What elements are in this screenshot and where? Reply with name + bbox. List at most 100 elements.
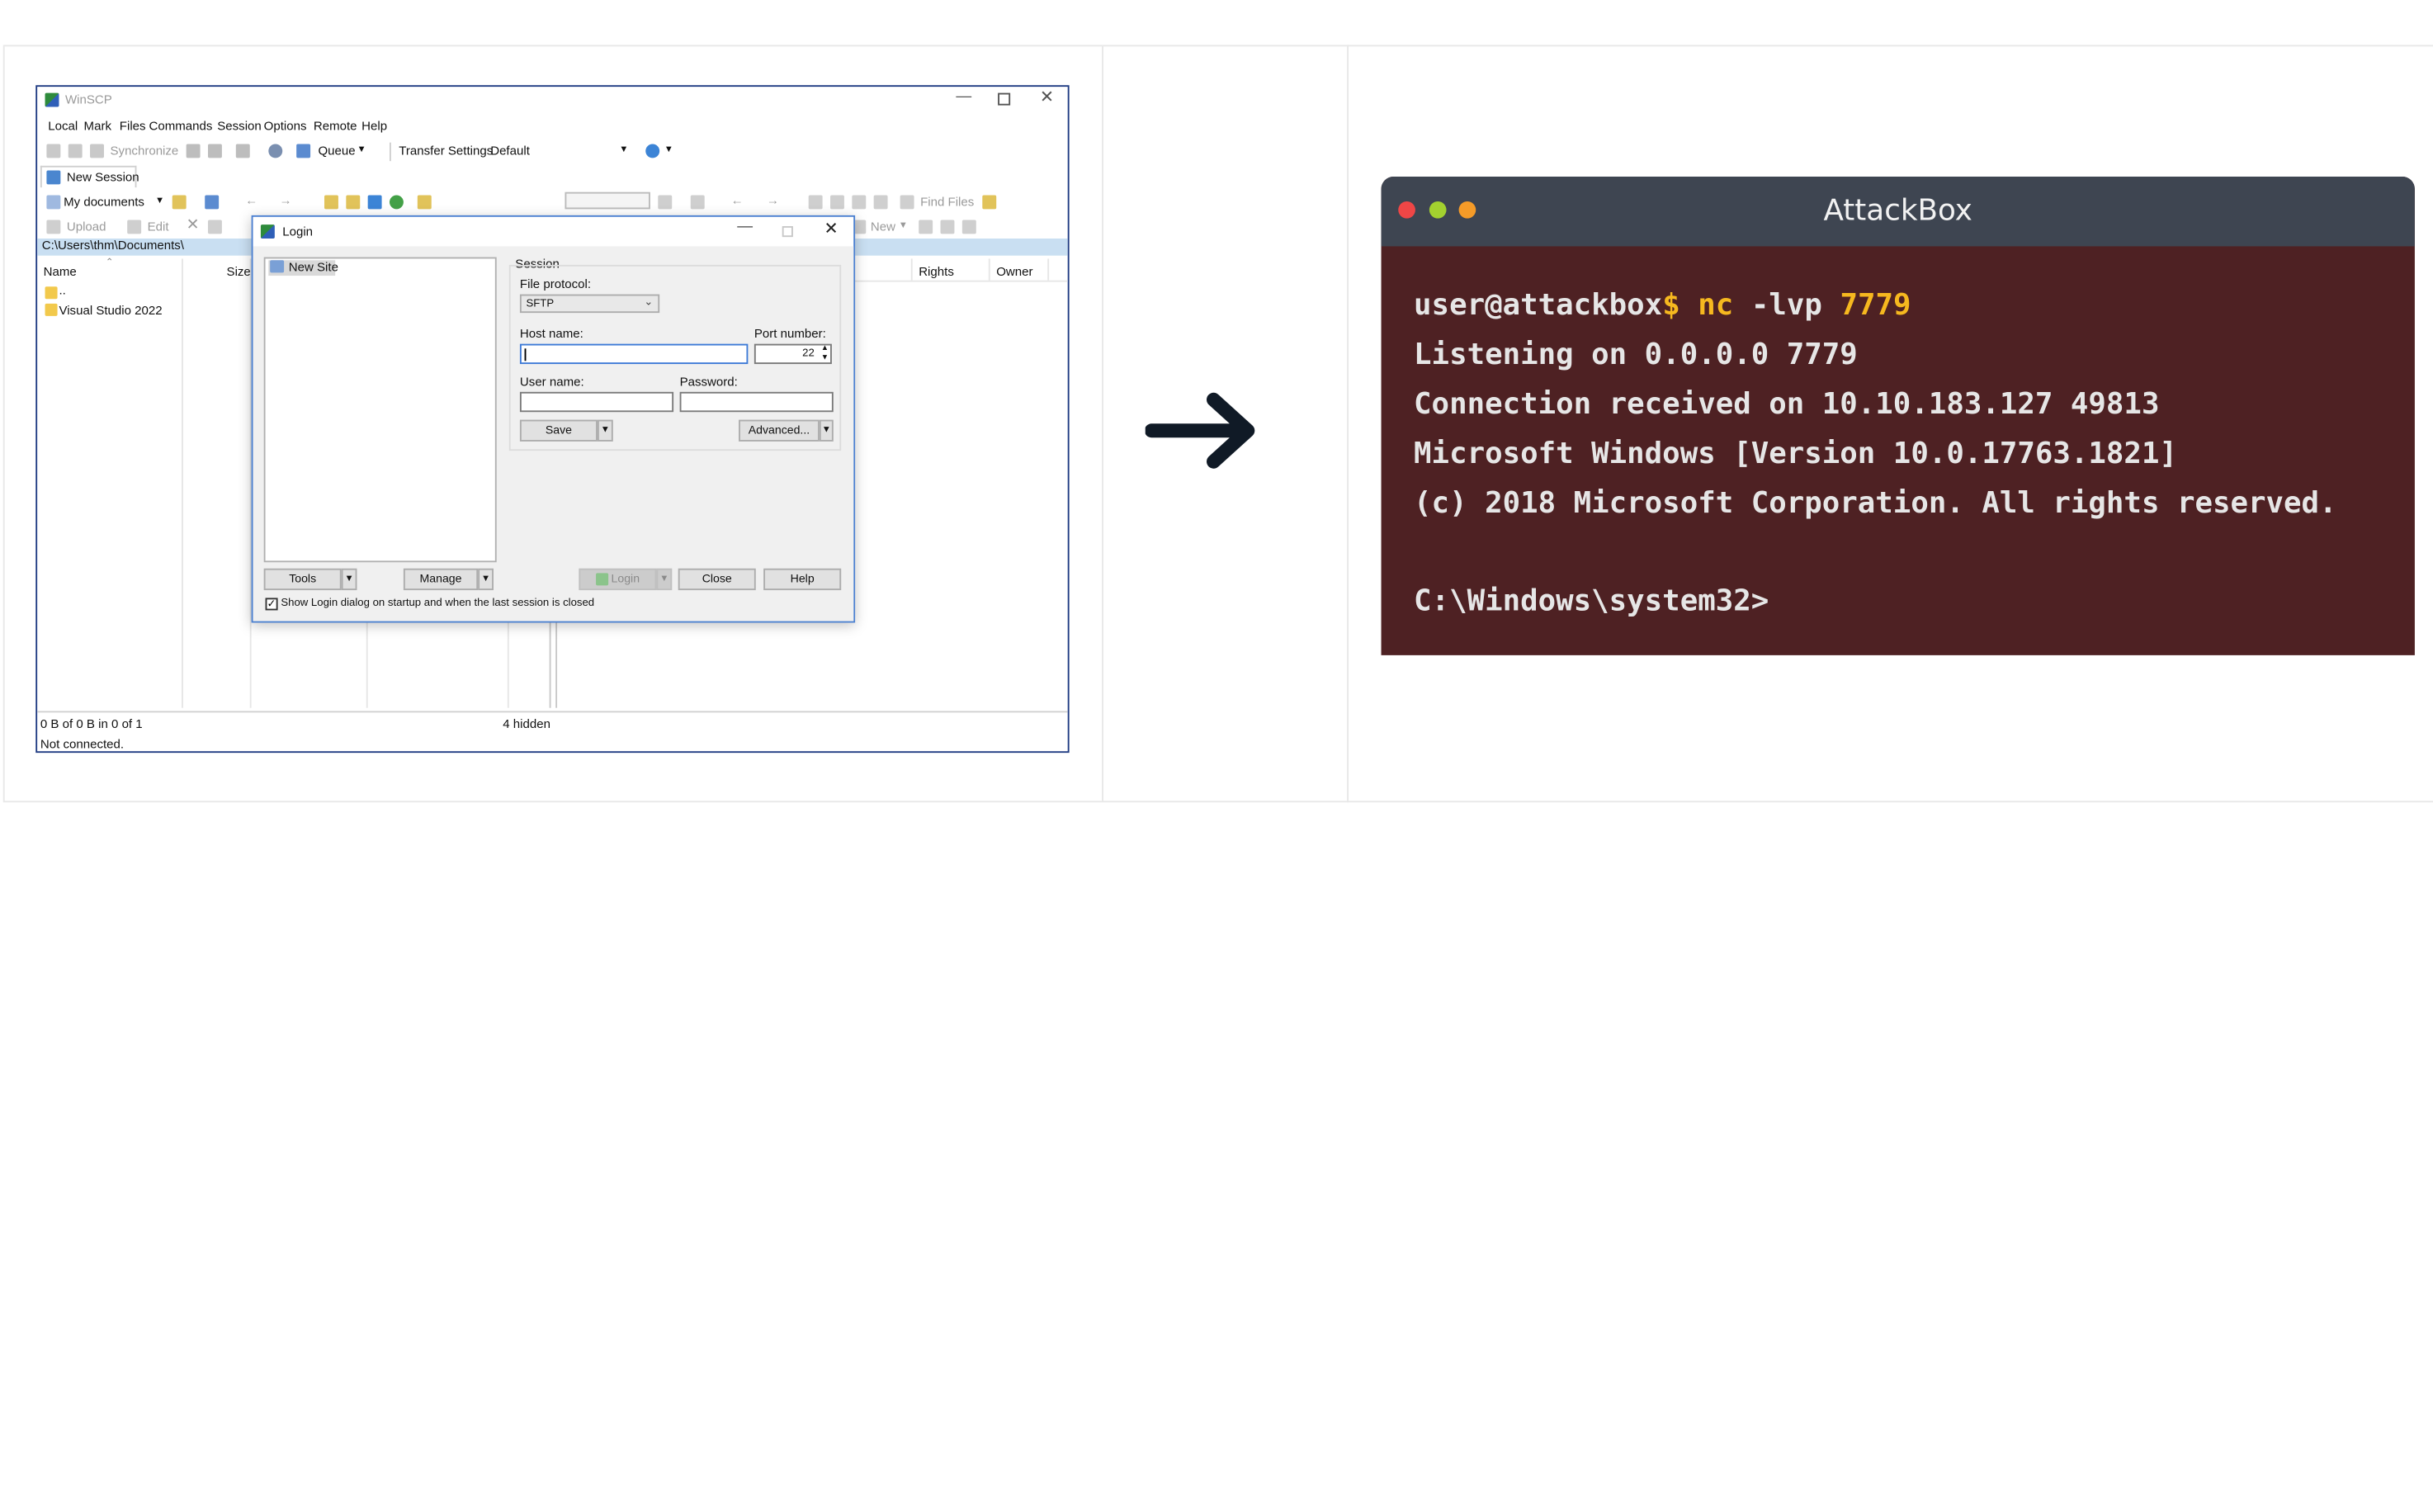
login-minimize-icon[interactable]: — — [737, 218, 753, 236]
sync-browse-icon[interactable] — [68, 144, 83, 158]
new-dropdown-icon[interactable]: ▼ — [898, 221, 908, 231]
delete-icon[interactable]: ✕ — [186, 216, 200, 234]
user-name-input[interactable] — [519, 391, 674, 413]
manage-dropdown-icon[interactable]: ▼ — [478, 568, 494, 591]
file-protocol-select[interactable]: SFTP ⌄ — [519, 294, 660, 314]
session-globe-icon[interactable] — [645, 144, 660, 158]
save-dropdown-icon[interactable]: ▼ — [597, 419, 613, 442]
file-row-visual-studio[interactable]: Visual Studio 2022 — [59, 303, 163, 318]
remote-back-icon[interactable]: ← — [730, 193, 744, 208]
filter2-icon[interactable] — [205, 195, 220, 210]
manage-button[interactable]: Manage — [403, 568, 479, 591]
remote-home-icon[interactable] — [852, 195, 867, 210]
menu-local[interactable]: Local — [48, 119, 78, 134]
close-icon[interactable]: ✕ — [1039, 87, 1055, 107]
save-button[interactable]: Save — [519, 419, 598, 442]
password-input[interactable] — [679, 391, 834, 413]
col-name-header[interactable]: Name — [43, 264, 77, 279]
tools-button[interactable]: Tools — [263, 568, 342, 591]
minimize-icon[interactable]: — — [956, 87, 972, 106]
parent-dir-icon[interactable] — [324, 195, 338, 210]
preferences-gear-icon[interactable] — [268, 144, 283, 158]
file-row-parent[interactable]: .. — [59, 283, 66, 298]
local-toolbar: My documents ▼ ← → Upload Edit ✕ ← → — [37, 191, 1068, 237]
advanced-button[interactable]: Advanced... — [739, 419, 820, 442]
remote-filter-icon[interactable] — [658, 195, 673, 210]
show-login-checkbox[interactable]: ✓ — [265, 598, 278, 611]
menu-mark[interactable]: Mark — [83, 119, 111, 134]
new-button[interactable]: New — [870, 220, 896, 234]
advanced-dropdown-icon[interactable]: ▼ — [819, 419, 834, 442]
upload-icon[interactable] — [46, 220, 61, 234]
refresh-icon[interactable] — [389, 195, 404, 210]
login-dropdown-icon[interactable]: ▼ — [656, 568, 673, 591]
synchronize-button[interactable]: Synchronize — [110, 144, 179, 158]
host-name-input[interactable] — [519, 343, 749, 365]
edit-button[interactable]: Edit — [147, 220, 169, 234]
port-number-input[interactable]: 22 ▲▼ — [754, 343, 832, 365]
compare-icon[interactable] — [46, 144, 61, 158]
remote-forward-icon[interactable]: → — [766, 193, 779, 208]
local-location-select[interactable]: My documents — [64, 195, 144, 210]
host-name-label: Host name: — [519, 327, 583, 341]
port-stepper-icon[interactable]: ▲▼ — [820, 343, 829, 363]
remove-icon[interactable] — [940, 220, 955, 234]
remote-edit-icon[interactable] — [852, 220, 867, 234]
remote-location-select[interactable] — [565, 191, 650, 210]
tab-new-session[interactable]: New Session — [40, 165, 139, 188]
maximize-dot-icon[interactable] — [1458, 201, 1476, 219]
remote-root-icon[interactable] — [830, 195, 844, 210]
menu-remote[interactable]: Remote — [313, 119, 357, 134]
close-dot-icon[interactable] — [1398, 201, 1415, 219]
menu-files[interactable]: Files — [119, 119, 146, 134]
putty-icon[interactable] — [207, 144, 222, 158]
location-dropdown-icon[interactable]: ▼ — [155, 196, 165, 206]
col-rights-header[interactable]: Rights — [919, 264, 954, 279]
tools-dropdown-icon[interactable]: ▼ — [341, 568, 357, 591]
login-close-icon[interactable]: ✕ — [824, 220, 839, 239]
col-owner-header[interactable]: Owner — [996, 264, 1033, 279]
back-icon[interactable]: ← — [245, 193, 258, 208]
filter-icon[interactable] — [172, 195, 187, 210]
queue-button[interactable]: Queue — [318, 144, 356, 158]
edit-icon[interactable] — [127, 220, 142, 234]
col-size-header[interactable]: Size — [226, 264, 251, 279]
find-files-button[interactable]: Find Files — [920, 195, 975, 210]
site-new-site[interactable] — [268, 260, 336, 276]
remote-filter2-icon[interactable] — [690, 195, 705, 210]
winscp-window: WinSCP — ✕ Local Mark Files Commands Ses… — [35, 85, 1070, 754]
queue-list-icon[interactable] — [235, 144, 250, 158]
menu-session[interactable]: Session — [217, 119, 262, 134]
site-tree[interactable]: New Site — [263, 257, 497, 563]
transfer-dropdown-icon[interactable]: ▼ — [619, 145, 629, 155]
find-files-icon[interactable] — [900, 195, 914, 210]
console-icon[interactable] — [186, 144, 201, 158]
root-dir-icon[interactable] — [346, 195, 361, 210]
home-icon[interactable] — [367, 195, 382, 210]
remote-refresh-icon[interactable] — [873, 195, 888, 210]
show-login-label[interactable]: Show Login dialog on startup and when th… — [281, 598, 595, 609]
queue-icon[interactable] — [296, 144, 311, 158]
output-line: Microsoft Windows [Version 10.0.17763.18… — [1414, 437, 2177, 471]
maximize-icon[interactable] — [998, 92, 1011, 106]
remote-tree-icon[interactable] — [982, 195, 997, 210]
menu-commands[interactable]: Commands — [149, 119, 213, 134]
login-button[interactable]: Login — [579, 568, 657, 591]
filter-mask-icon[interactable] — [961, 220, 976, 234]
session-dropdown-icon[interactable]: ▼ — [664, 145, 674, 155]
menu-help[interactable]: Help — [361, 119, 388, 134]
menu-options[interactable]: Options — [263, 119, 307, 134]
cmd-port: 7779 — [1840, 288, 1911, 323]
add-icon[interactable] — [919, 220, 933, 234]
remote-parent-icon[interactable] — [808, 195, 823, 210]
tree-icon[interactable] — [417, 195, 432, 210]
synchronize-icon[interactable] — [90, 144, 104, 158]
transfer-settings-select[interactable]: Default — [490, 144, 530, 158]
rename-icon[interactable] — [207, 220, 222, 234]
forward-icon[interactable]: → — [279, 193, 292, 208]
queue-dropdown-icon[interactable]: ▼ — [357, 145, 366, 155]
upload-button[interactable]: Upload — [66, 220, 106, 234]
minimize-dot-icon[interactable] — [1429, 201, 1447, 219]
close-button[interactable]: Close — [678, 568, 756, 591]
help-button[interactable]: Help — [763, 568, 842, 591]
